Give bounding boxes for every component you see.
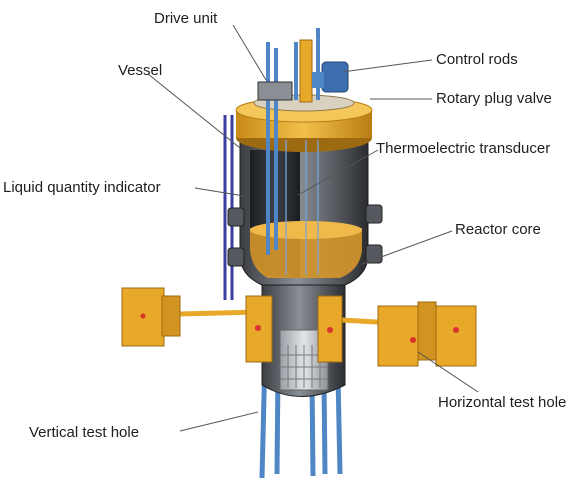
right-inner-block-marker [327,327,333,333]
leader-lines [147,24,479,432]
right-block-marker-2 [453,327,459,333]
liquid-quantity-indicator-tubes [223,115,234,300]
drive-unit [257,81,293,101]
right-block-marker-1 [410,337,416,343]
control-rod-drive-cap [312,72,324,88]
vessel-nozzles [227,204,383,267]
left-test-hole-blocks [121,287,273,363]
label-drive-unit: Drive unit [154,10,218,27]
label-thermoelectric-transducer: Thermoelectric transducer [376,140,551,157]
label-reactor-core: Reactor core [455,221,541,238]
left-block-marker [140,313,146,319]
drive-unit-gold [299,39,313,103]
label-vertical-test-hole: Vertical test hole [29,424,140,441]
left-inner-block-marker [255,325,261,331]
label-control-rods: Control rods [436,51,518,68]
label-horizontal-test-hole: Horizontal test hole [438,394,567,411]
label-vessel: Vessel [118,62,163,79]
right-test-hole-blocks [317,295,477,367]
control-rods-inner [285,140,319,275]
label-rotary-plug-valve: Rotary plug valve [436,90,552,107]
control-rod-drive [321,61,349,93]
label-liquid-quantity-indicator: Liquid quantity indicator [3,179,161,196]
